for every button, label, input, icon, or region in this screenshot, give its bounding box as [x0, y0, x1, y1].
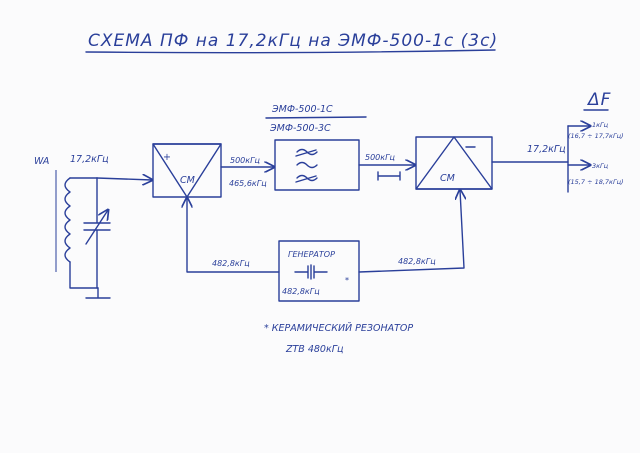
input-line	[96, 178, 152, 180]
generator-star: *	[345, 276, 349, 285]
bandwidth-title: ΔF	[586, 90, 611, 110]
input-freq-label: 17,2кГц	[70, 154, 109, 165]
bandwidth-lower-range: (15,7 ÷ 18,7кГц)	[568, 178, 624, 186]
filter-out-marker	[377, 171, 401, 181]
mixer2-out-label: 17,2кГц	[527, 144, 566, 155]
filter-name-divider	[265, 116, 367, 119]
mixer-1: + СМ	[152, 143, 222, 198]
bandwidth-upper-range: (16,7 ÷ 17,7кГц)	[568, 132, 624, 140]
svg-text:482,8кГц: 482,8кГц	[282, 287, 320, 296]
filter-name-2: ЭМФ-500-3С	[269, 123, 331, 134]
bandwidth-bracket	[567, 126, 590, 193]
generator: ГЕНЕРАТОР 482,8кГц	[278, 240, 360, 302]
filter-out-label: 500кГц	[365, 153, 396, 162]
bandwidth-upper: 1кГц	[592, 121, 609, 129]
svg-text:СМ: СМ	[440, 173, 455, 184]
mixer1-out-bottom: 465,6кГц	[229, 179, 267, 188]
mixer1-out-top: 500кГц	[230, 156, 261, 165]
svg-text:СМ: СМ	[180, 175, 195, 186]
generator-to-mixer2	[358, 190, 464, 273]
mixer-2: СМ	[415, 136, 493, 190]
generator-right-freq: 482,8кГц	[398, 257, 436, 266]
emf-filter	[274, 139, 360, 191]
title-underline	[85, 49, 496, 54]
variable-capacitor	[83, 177, 111, 289]
ground-symbol	[85, 287, 111, 299]
generator-left-freq: 482,8кГц	[212, 259, 250, 268]
svg-text:ГЕНЕРАТОР: ГЕНЕРАТОР	[288, 250, 335, 259]
filter-name-1: ЭМФ-500-1С	[271, 104, 333, 115]
footnote-line-2: ZTB 480кГц	[285, 344, 343, 355]
antenna-coil	[55, 170, 99, 289]
antenna-label: WA	[34, 156, 49, 167]
diagram-title: СХЕМА ПФ на 17,2кГц на ЭМФ-500-1с (3с)	[88, 31, 498, 51]
footnote-line-1: * КЕРАМИЧЕСКИЙ РЕЗОНАТОР	[264, 322, 413, 334]
bandwidth-lower: 3кГц	[592, 162, 609, 170]
svg-text:+: +	[163, 152, 171, 163]
generator-to-mixer1	[187, 198, 280, 273]
